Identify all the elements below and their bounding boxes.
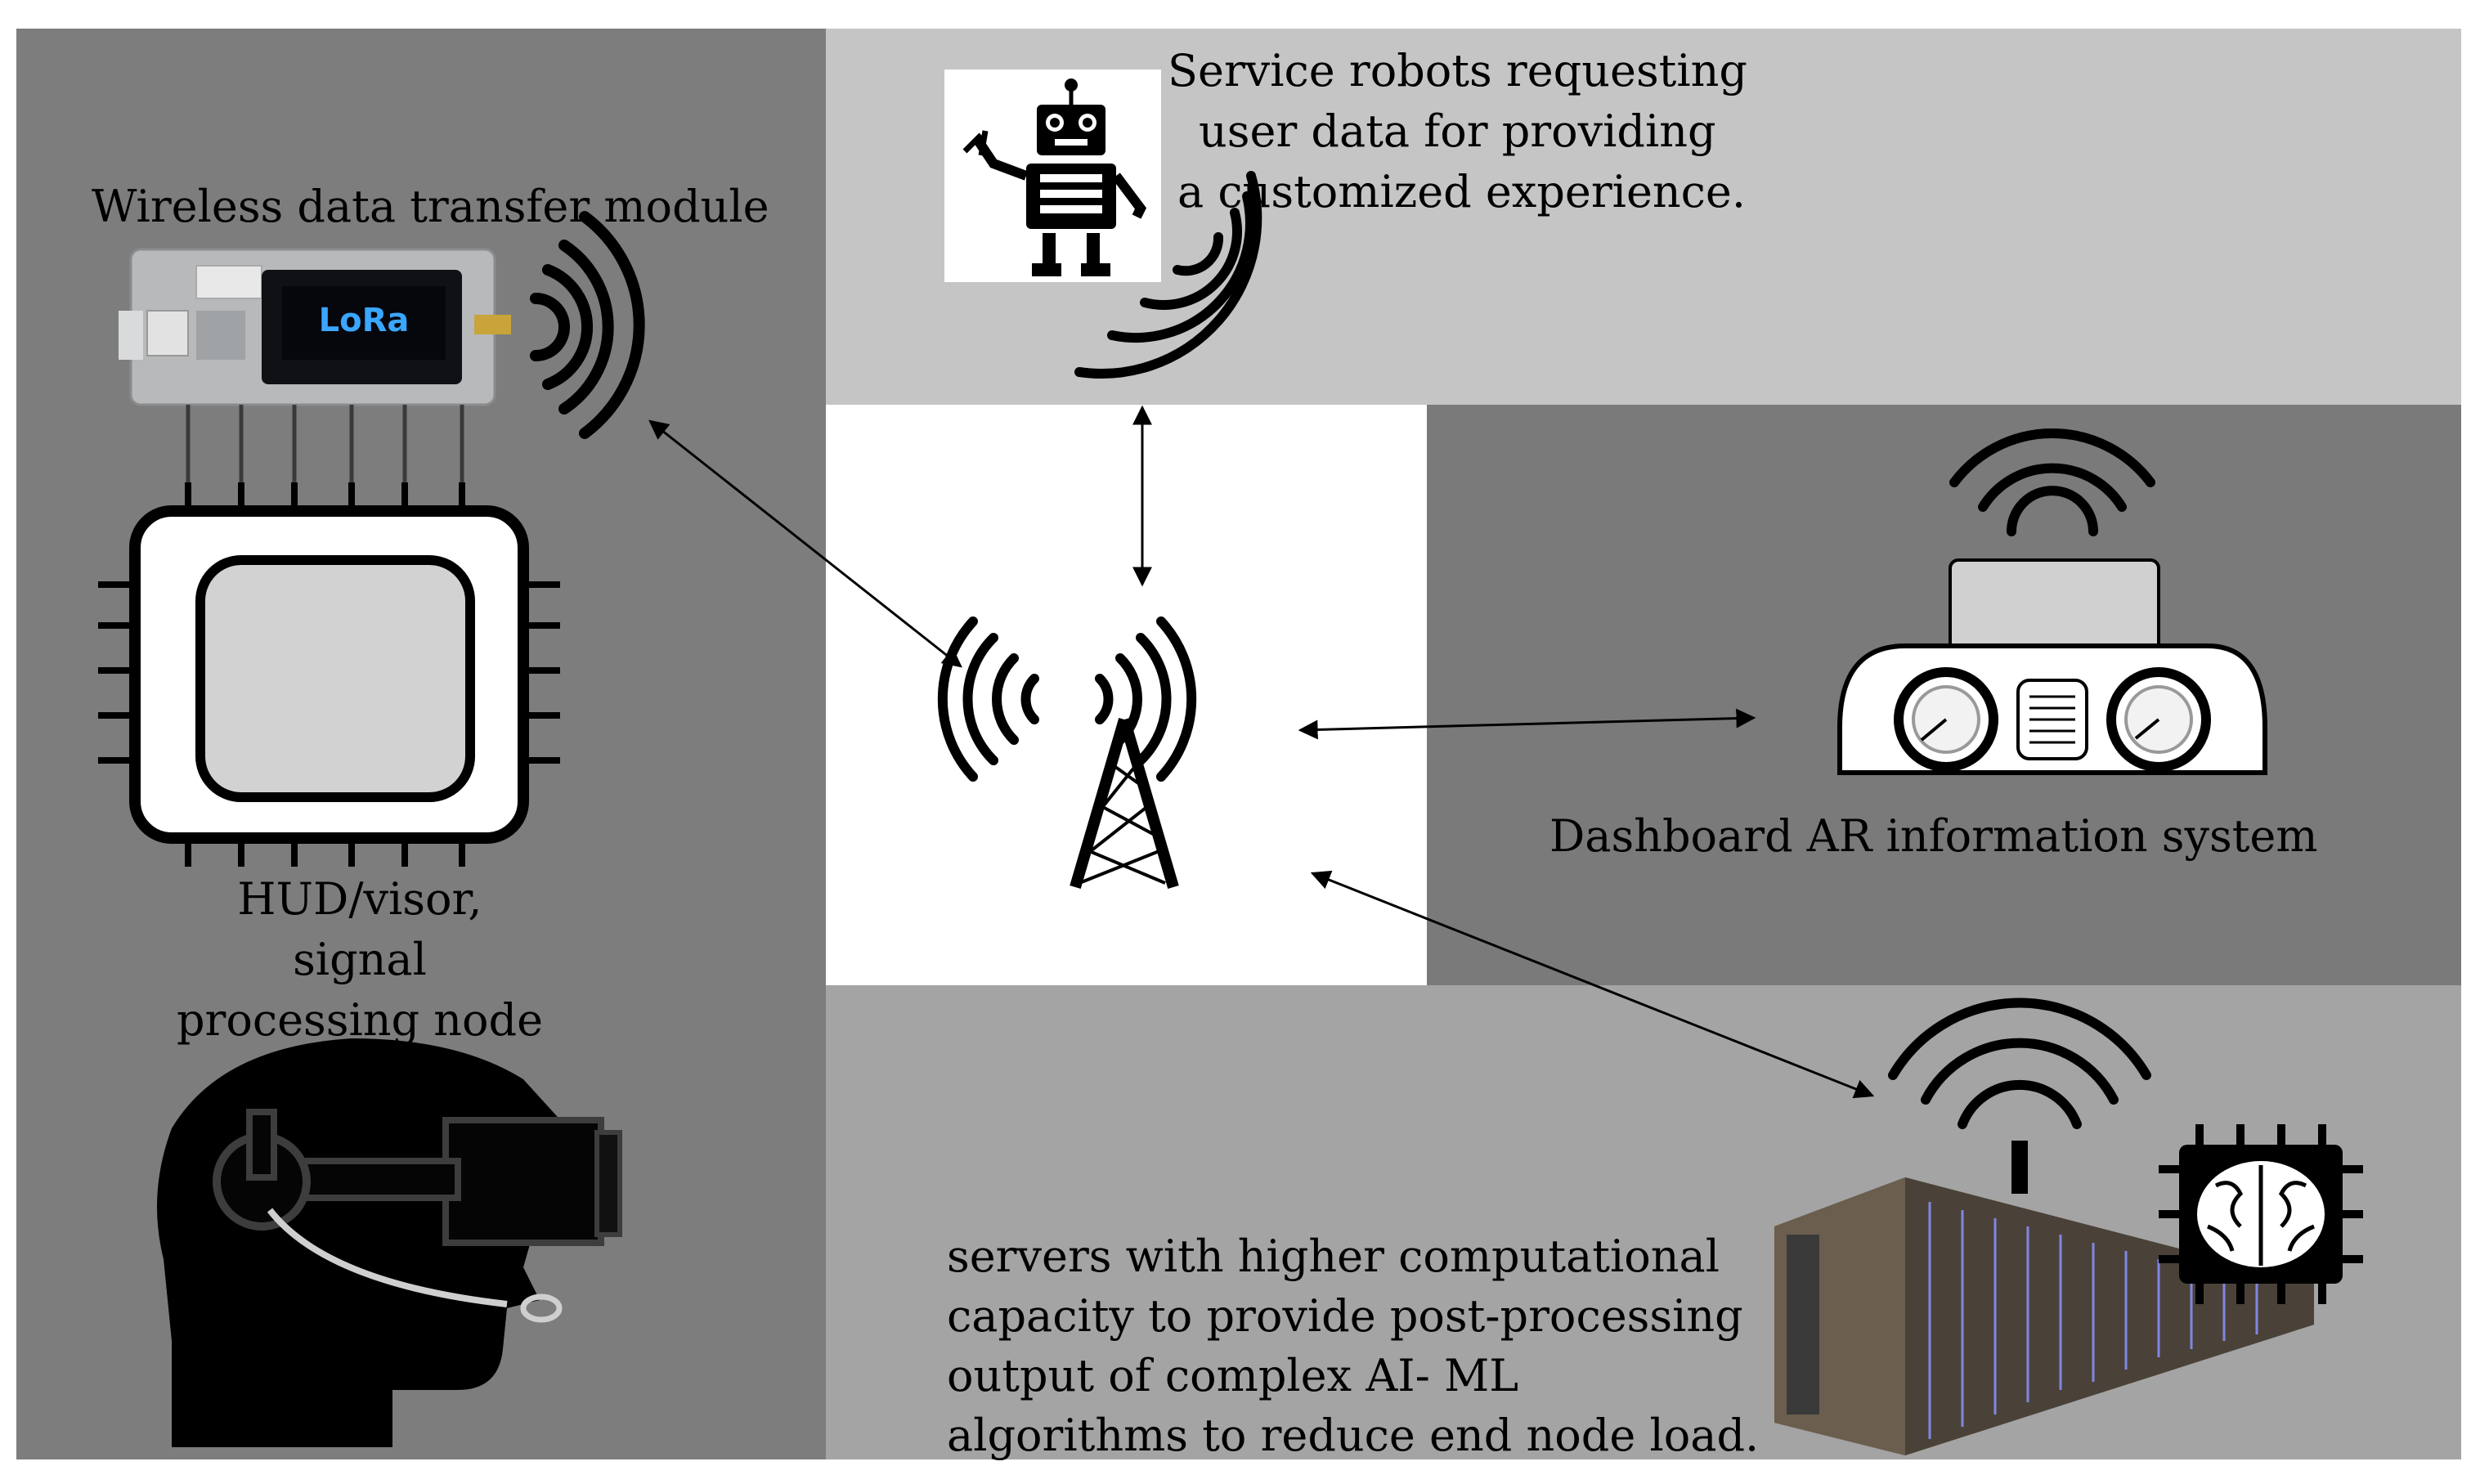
lora-screen-text: LoRa	[319, 302, 410, 339]
wireless-module-label: Wireless data transfer module	[92, 181, 769, 232]
ai-chip-icon	[2159, 1124, 2363, 1304]
dashboard-icon	[1837, 428, 2267, 775]
servers-label-line-3: output of complex AI- ML	[947, 1350, 1519, 1401]
wireless-signal-icon	[1074, 171, 1262, 379]
chip-icon	[98, 482, 560, 867]
robot-icon	[944, 69, 1161, 282]
connection-arrows	[648, 405, 1875, 1099]
hud-label-line-2: signal	[293, 934, 427, 985]
vr-head-icon	[157, 1038, 622, 1447]
center-panel	[826, 405, 1427, 985]
arrow-tower-servers	[1310, 870, 1875, 1099]
servers-label-line-1: servers with higher computational	[947, 1231, 1720, 1282]
servers-label-line-4: algorithms to reduce end node load.	[947, 1410, 1760, 1461]
wireless-signal-icon	[530, 211, 645, 439]
tower-icon	[937, 616, 1197, 889]
server-rack-icon	[1774, 998, 2314, 1455]
arrow-module-tower	[648, 419, 962, 668]
robot-label-line-2: user data for providing	[1199, 105, 1716, 157]
lora-module-icon: LoRa	[119, 248, 511, 507]
robot-label-line-3: a customized experience.	[1177, 166, 1747, 217]
servers-label-line-2: capacity to provide post-processing	[947, 1290, 1743, 1342]
dashboard-label: Dashboard AR information system	[1549, 810, 2318, 862]
arrow-tower-dashboard	[1298, 708, 1756, 740]
hud-label-line-1: HUD/visor,	[237, 873, 482, 925]
robot-label-line-1: Service robots requesting	[1168, 45, 1747, 96]
hud-label-line-3: processing node	[176, 994, 544, 1046]
